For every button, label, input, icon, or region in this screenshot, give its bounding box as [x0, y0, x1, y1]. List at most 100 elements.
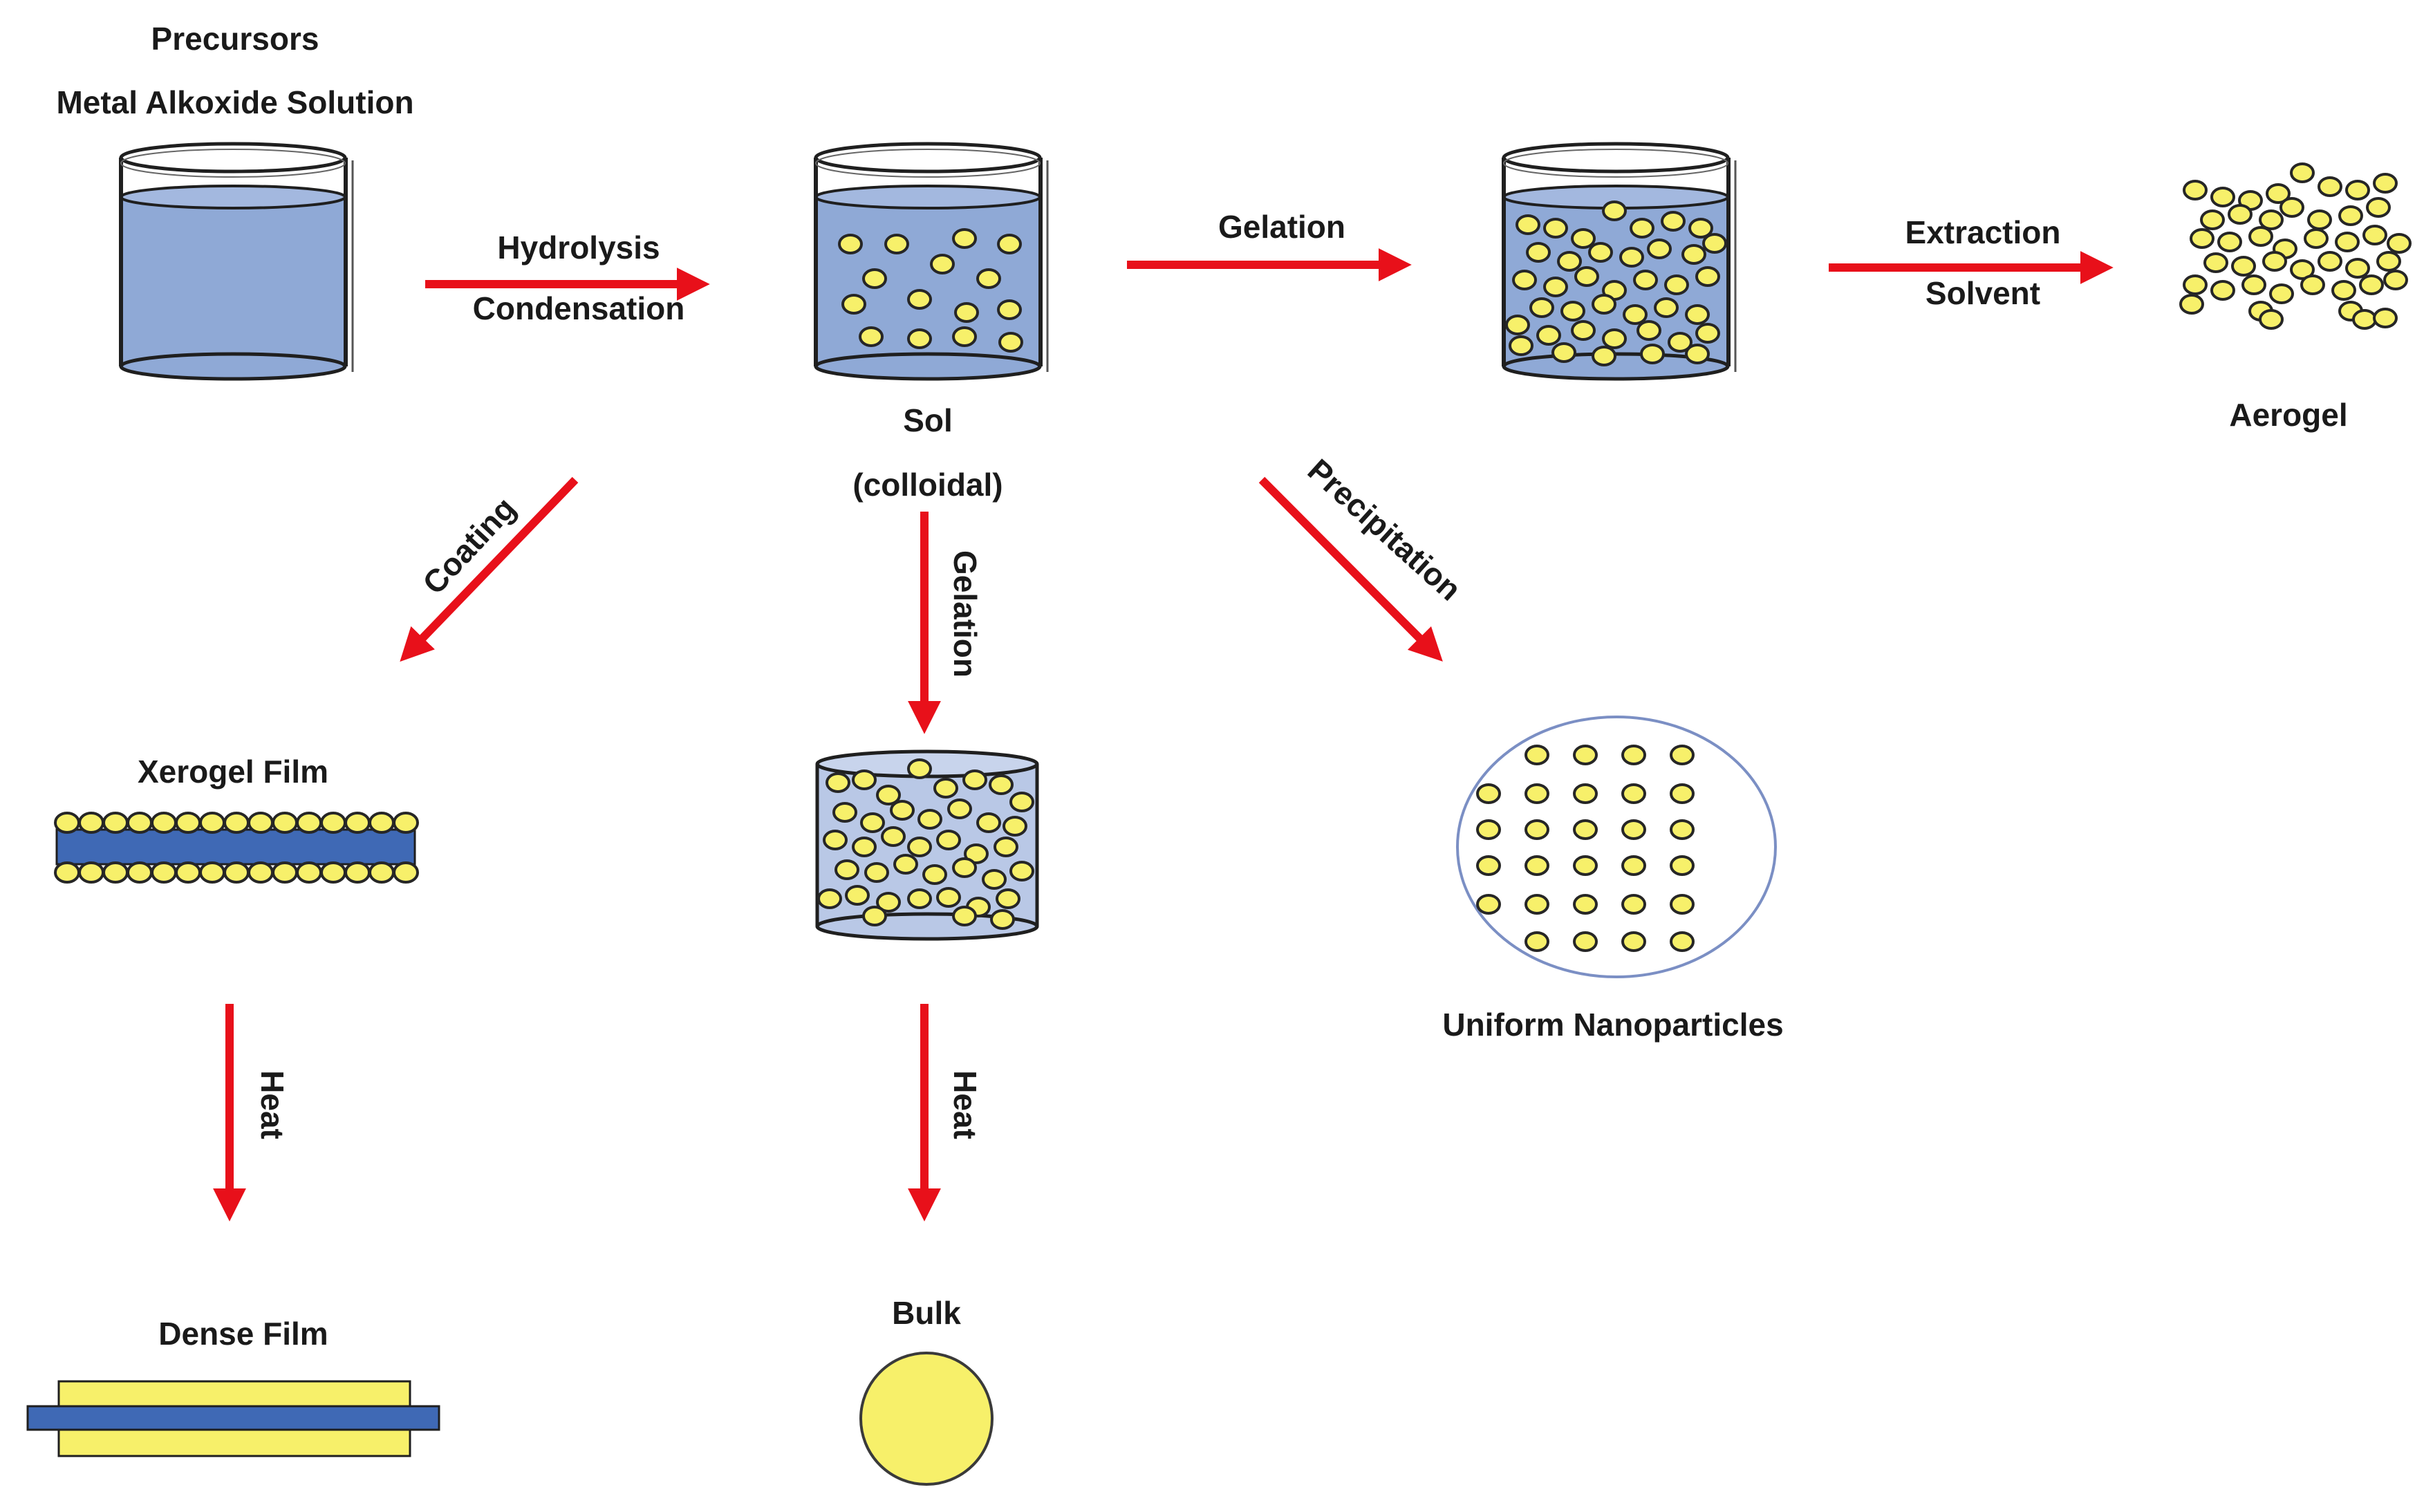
- label-xerogel-film: Xerogel Film: [138, 754, 328, 790]
- particle: [1524, 894, 1549, 915]
- particle: [2203, 252, 2228, 273]
- particle: [962, 769, 987, 790]
- particle: [1621, 745, 1646, 765]
- particle: [127, 861, 153, 884]
- particle: [1529, 297, 1554, 318]
- label-bulk: Bulk: [892, 1295, 961, 1331]
- particle: [1685, 304, 1710, 325]
- uniform-nanoparticles: [1456, 716, 1777, 978]
- particle: [1573, 855, 1598, 876]
- arrows: [213, 248, 2114, 1222]
- particle: [272, 861, 298, 884]
- particle: [859, 326, 884, 347]
- particle: [2290, 162, 2315, 183]
- particle: [2335, 232, 2360, 252]
- particle: [1623, 304, 1648, 325]
- particle: [2338, 205, 2363, 226]
- particle: [1560, 301, 1585, 321]
- xerogel-film-particles: [54, 812, 419, 884]
- particle: [994, 837, 1018, 857]
- particle: [1476, 894, 1501, 915]
- particle: [907, 289, 932, 310]
- particle: [989, 774, 1014, 795]
- particle: [2300, 274, 2325, 295]
- particle: [907, 758, 932, 779]
- particle: [151, 861, 177, 884]
- particle: [1509, 335, 1533, 356]
- particle: [1633, 270, 1658, 290]
- particle: [1681, 244, 1706, 265]
- particle: [1647, 239, 1672, 259]
- particle: [954, 302, 979, 323]
- label-precipitation: Precipitation: [1301, 452, 1468, 608]
- particle: [890, 800, 915, 821]
- particle: [369, 812, 395, 834]
- particle: [320, 812, 346, 834]
- particle: [2279, 197, 2304, 218]
- label-gelation-top: Gelation: [1218, 209, 1345, 245]
- particle: [976, 268, 1001, 289]
- particle: [2376, 251, 2401, 272]
- particle: [1661, 211, 1686, 232]
- particle: [2366, 197, 2391, 218]
- particle: [2307, 209, 2332, 230]
- particle: [1573, 783, 1598, 804]
- particle: [976, 812, 1001, 833]
- particle: [1536, 325, 1561, 346]
- particle: [78, 812, 104, 834]
- particle: [2318, 251, 2342, 272]
- particle: [1702, 233, 1727, 254]
- particle: [2179, 294, 2204, 315]
- particle: [127, 812, 153, 834]
- particle: [997, 299, 1022, 320]
- beaker-sol: [814, 142, 1049, 381]
- particle: [2183, 180, 2208, 200]
- particle: [852, 769, 877, 790]
- particle: [922, 864, 947, 885]
- particle: [1526, 242, 1551, 263]
- particle: [1664, 274, 1689, 295]
- particle: [1009, 861, 1034, 881]
- particle: [2269, 283, 2294, 304]
- particle: [936, 887, 961, 908]
- particle: [1640, 344, 1665, 364]
- particle: [1009, 792, 1034, 812]
- particle: [2231, 256, 2256, 277]
- particle: [320, 861, 346, 884]
- label-heat-left: Heat: [254, 1070, 290, 1139]
- particle: [1524, 819, 1549, 840]
- particle: [823, 830, 848, 850]
- particle: [1621, 855, 1646, 876]
- gel-cylinder-particles: [817, 758, 1034, 930]
- particle: [2304, 228, 2329, 249]
- particle: [248, 812, 274, 834]
- label-gelation-mid: Gelation: [947, 550, 983, 678]
- particle: [2228, 204, 2253, 225]
- particle: [1003, 816, 1027, 837]
- particle: [884, 234, 909, 254]
- particle: [864, 862, 889, 883]
- particle: [272, 812, 298, 834]
- particle: [1573, 745, 1598, 765]
- label-extraction: Extraction: [1905, 214, 2061, 250]
- particle: [1670, 783, 1695, 804]
- particle: [2345, 180, 2370, 200]
- particle: [1476, 855, 1501, 876]
- particle: [2373, 308, 2398, 328]
- particle: [2200, 209, 2225, 230]
- particle: [834, 859, 859, 880]
- particle: [2259, 209, 2284, 230]
- label-uniform-nanoparticles: Uniform Nanoparticles: [1442, 1007, 1783, 1043]
- particle: [2217, 232, 2242, 252]
- particle: [296, 861, 322, 884]
- particle: [1516, 214, 1540, 235]
- arrow-coating: [400, 476, 579, 662]
- particle: [2352, 309, 2377, 330]
- particle: [1573, 894, 1598, 915]
- particle: [1543, 277, 1568, 297]
- particle: [1574, 266, 1599, 287]
- particle: [1637, 320, 1661, 341]
- particle: [2383, 270, 2408, 290]
- particle: [933, 778, 958, 799]
- label-heat-mid: Heat: [947, 1070, 983, 1139]
